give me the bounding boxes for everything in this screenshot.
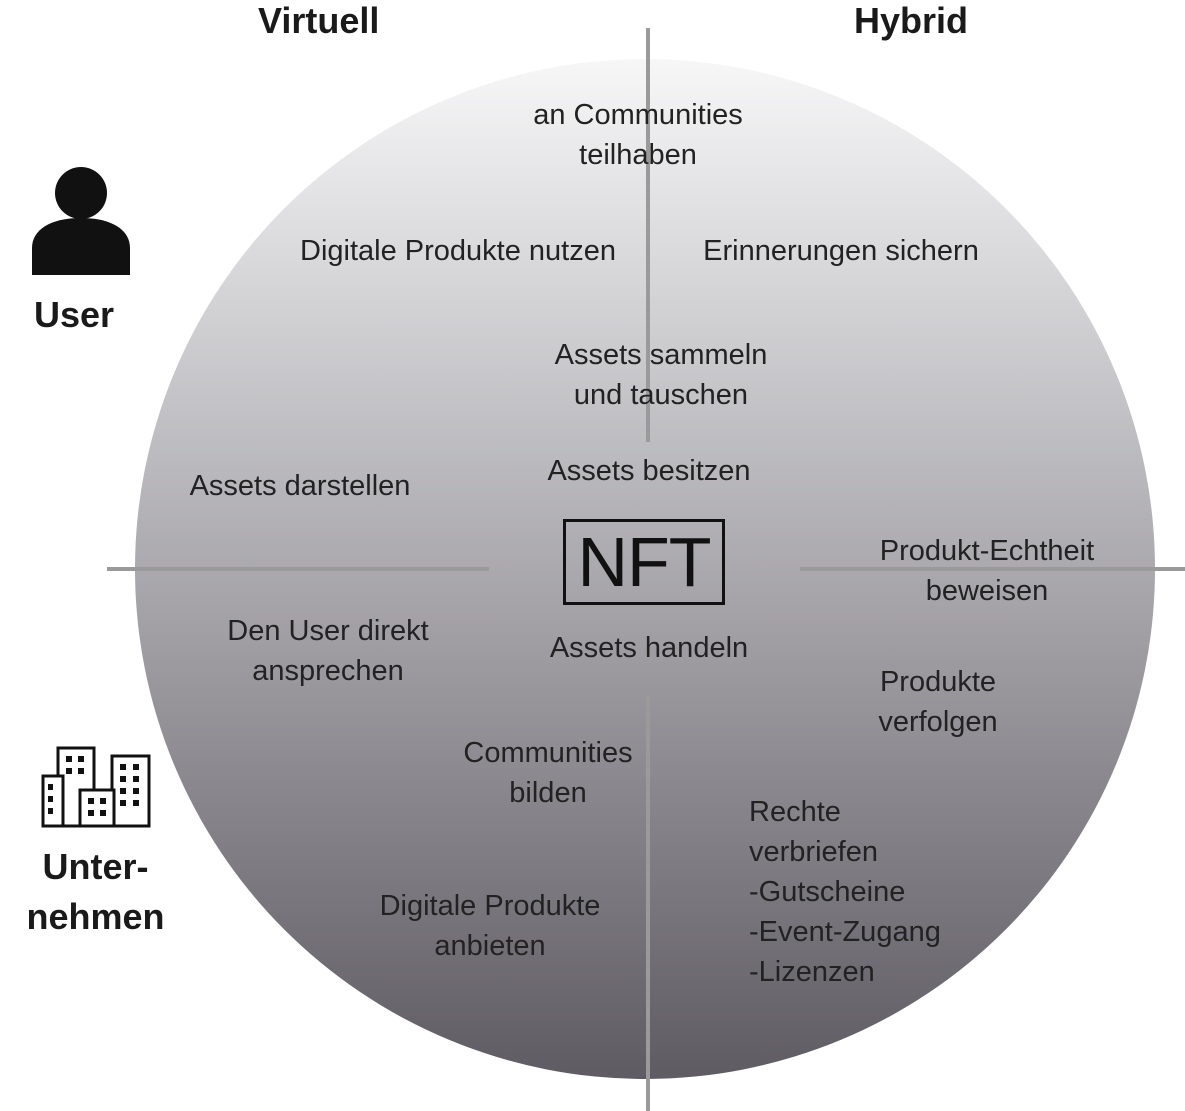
label-assets-sammeln-tauschen: Assets sammeln und tauschen xyxy=(545,335,777,415)
label-digitale-produkte-nutzen-line-1: Digitale Produkte nutzen xyxy=(300,235,616,267)
label-digitale-produkte-anbieten: Digitale Produkte anbieten xyxy=(364,886,616,966)
label-rechte-verbriefen-line-4: -Event-Zugang xyxy=(749,916,941,948)
buildings-icon xyxy=(41,746,151,828)
row-label-unternehmen-line1: Unter- xyxy=(42,846,149,887)
label-rechte-verbriefen-line-1: Rechte xyxy=(749,796,841,828)
label-den-user-ansprechen: Den User direkt ansprechen xyxy=(210,611,446,691)
label-rechte-verbriefen-line-2: verbriefen xyxy=(749,836,878,868)
row-label-user: User xyxy=(34,294,115,335)
label-produkt-echtheit: Produkt-Echtheit beweisen xyxy=(864,531,1110,611)
label-produkte-verfolgen-line-1: Produkte xyxy=(879,666,997,698)
column-header-hybrid: Hybrid xyxy=(854,0,969,41)
label-digitale-produkte-anbieten-line-2: anbieten xyxy=(434,930,546,962)
label-den-user-ansprechen-line-2: ansprechen xyxy=(252,655,404,687)
label-produkte-verfolgen-line-2: verfolgen xyxy=(878,706,998,738)
label-communities-bilden-line-1: Communities xyxy=(463,737,633,769)
label-rechte-verbriefen-line-3: -Gutscheine xyxy=(749,876,906,908)
row-label-unternehmen-line2: nehmen xyxy=(26,896,165,937)
label-assets-besitzen: Assets besitzen xyxy=(537,451,761,491)
label-rechte-verbriefen-line-5: -Lizenzen xyxy=(749,956,875,988)
label-assets-sammeln-tauschen-line-2: und tauschen xyxy=(573,379,749,411)
label-produkt-echtheit-line-2: beweisen xyxy=(925,575,1049,607)
label-rechte-verbriefen: Rechte verbriefen -Gutscheine -Event-Zugang… xyxy=(749,792,963,992)
label-communities-teilhaben: an Communities teilhaben xyxy=(516,95,760,175)
column-header-virtuell: Virtuell xyxy=(258,0,380,41)
main-circle xyxy=(135,59,1155,1079)
label-assets-darstellen: Assets darstellen xyxy=(180,466,420,506)
label-communities-teilhaben-line-1: an Communities xyxy=(533,99,743,131)
label-produkte-verfolgen: Produkte verfolgen xyxy=(866,662,1010,742)
quadrant-axes xyxy=(107,28,1185,1111)
nft-center-box: NFT xyxy=(563,519,725,605)
label-assets-handeln: Assets handeln xyxy=(537,628,761,668)
label-communities-teilhaben-line-2: teilhaben xyxy=(579,139,697,171)
label-assets-besitzen-line-1: Assets besitzen xyxy=(547,455,751,487)
row-label-unternehmen: Unter- nehmen xyxy=(18,842,173,942)
label-den-user-ansprechen-line-1: Den User direkt xyxy=(227,615,429,647)
label-digitale-produkte-anbieten-line-1: Digitale Produkte xyxy=(379,890,601,922)
label-communities-bilden-line-2: bilden xyxy=(509,777,587,809)
label-assets-darstellen-line-1: Assets darstellen xyxy=(189,470,411,502)
label-erinnerungen-sichern-line-1: Erinnerungen sichern xyxy=(703,235,979,267)
label-produkt-echtheit-line-1: Produkt-Echtheit xyxy=(879,535,1095,567)
user-icon xyxy=(32,167,130,275)
label-assets-sammeln-tauschen-line-1: Assets sammeln xyxy=(554,339,768,371)
label-erinnerungen-sichern: Erinnerungen sichern xyxy=(690,231,992,271)
label-communities-bilden: Communities bilden xyxy=(452,733,644,813)
label-assets-handeln-line-1: Assets handeln xyxy=(549,632,749,664)
label-digitale-produkte-nutzen: Digitale Produkte nutzen xyxy=(282,231,634,271)
